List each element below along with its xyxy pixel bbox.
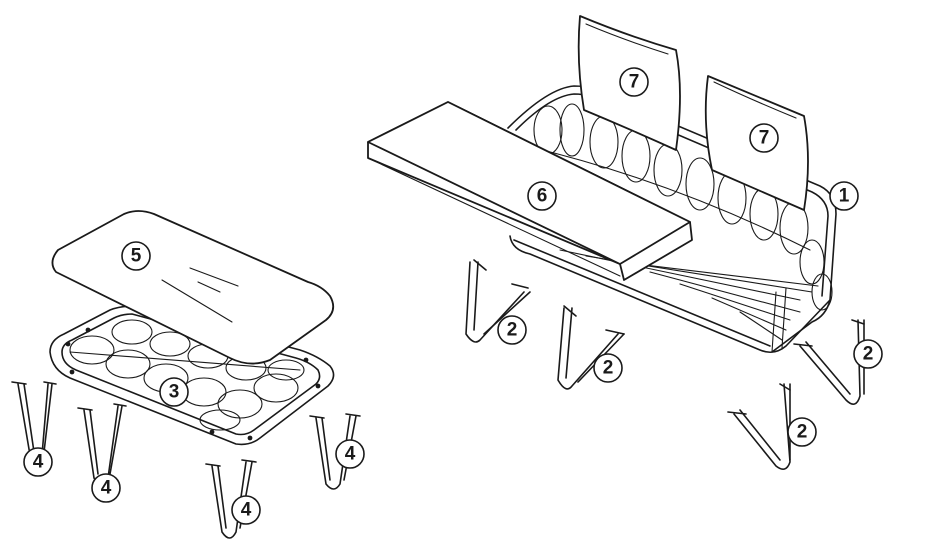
- sofa-leg: [465, 259, 531, 343]
- sofa-frame: [507, 85, 837, 354]
- callout-4: 4: [231, 495, 261, 525]
- callout-4: 4: [23, 447, 53, 477]
- table-leg: [77, 403, 127, 485]
- callout-label: 2: [797, 422, 808, 443]
- callout-7: 7: [749, 123, 779, 153]
- callout-label: 2: [863, 344, 874, 365]
- callout-label: 4: [241, 500, 252, 521]
- callout-6: 6: [527, 181, 557, 211]
- sofa-leg: [557, 305, 625, 390]
- callout-label: 3: [169, 382, 180, 403]
- callout-2: 2: [593, 353, 623, 383]
- callout-2: 2: [497, 315, 527, 345]
- callout-label: 4: [101, 478, 112, 499]
- callout-4: 4: [91, 473, 121, 503]
- callout-label: 4: [33, 452, 44, 473]
- sofa-leg: [793, 319, 865, 405]
- table-glass-top: [51, 210, 335, 365]
- callout-2: 2: [853, 339, 883, 369]
- callout-label: 6: [537, 186, 548, 207]
- callout-label: 2: [603, 358, 614, 379]
- callout-5: 5: [121, 241, 151, 271]
- callout-3: 3: [159, 377, 189, 407]
- callout-label: 4: [345, 444, 356, 465]
- callout-2: 2: [787, 417, 817, 447]
- callout-4: 4: [335, 439, 365, 469]
- callout-label: 1: [839, 186, 850, 207]
- callout-label: 7: [629, 72, 640, 93]
- callout-7: 7: [619, 67, 649, 97]
- callout-label: 5: [131, 246, 142, 267]
- callout-label: 2: [507, 320, 518, 341]
- sofa-leg: [727, 383, 791, 470]
- callout-1: 1: [829, 181, 859, 211]
- callout-label: 7: [759, 128, 770, 149]
